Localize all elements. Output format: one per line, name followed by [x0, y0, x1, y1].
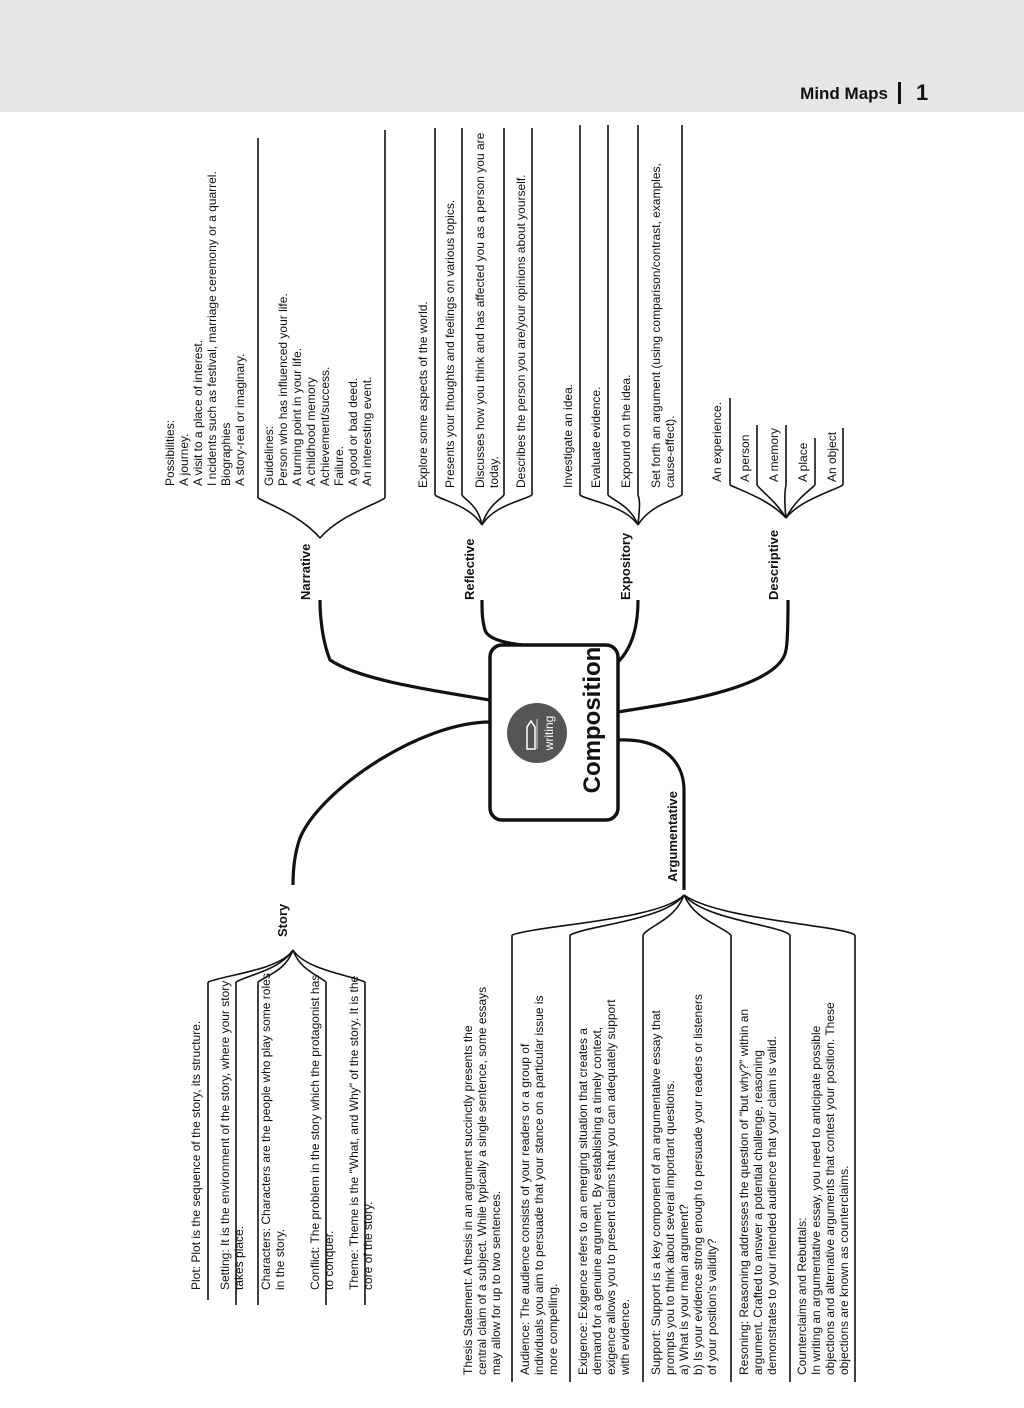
argumentative-note-5-line-3: demonstrates to your intended audience t…: [765, 1036, 779, 1375]
narrative-note-2-line-3: A turning point in your life.: [290, 348, 304, 486]
narrative-note-2-line-4: A childhood memory: [304, 377, 318, 486]
argumentative-note-5-line-2: argument. Crafted to answer a potential …: [751, 1050, 765, 1375]
expository-note-3-line-1: Expound on the idea.: [619, 375, 633, 488]
connector-reflective: [480, 599, 556, 650]
page-number: 1: [916, 80, 929, 105]
narrative-note-1-line-3: A visit to a place of interest.: [191, 340, 205, 486]
argumentative-note-1-line-1: Thesis Statement: A thesis in an argumen…: [461, 1025, 475, 1375]
branch-label-story: Story: [275, 903, 290, 937]
central-node: writing Composition: [488, 643, 620, 822]
argumentative-note-4-line-4: b) Is your evidence strong enough to per…: [691, 994, 705, 1375]
narrative-note-2-line-6: Failure.: [332, 446, 346, 486]
reflective-note-1-line-1: Explore some aspects of the world.: [416, 301, 430, 488]
story-note-3-line-1: Characters: Characters are the people wh…: [259, 973, 273, 1290]
story-note-5-line-1: Theme: Theme is the "What, and Why" of t…: [347, 975, 361, 1290]
expository-note-1-line-1: Investigate an idea.: [561, 384, 575, 488]
pencil-icon: [526, 719, 538, 750]
branch-labels: Story Argumentative Narrative Reflective…: [275, 530, 781, 937]
story-note-2-line-1: Setting: It is the environment of the st…: [218, 981, 232, 1290]
argumentative-note-5-line-1: Resoning: Reasoning addresses the questi…: [737, 1009, 751, 1375]
argumentative-note-6-line-1: Counterclaims and Rebuttals:: [795, 1218, 809, 1375]
descriptive-note-3-line-1: A memory: [767, 428, 781, 482]
story-note-5-line-2: core of the story.: [361, 1202, 375, 1290]
argumentative-note-2-line-3: more compelling.: [546, 1284, 560, 1375]
connector-descriptive: [617, 599, 790, 714]
argumentative-note-4-line-5: of your position's validity?: [705, 1238, 719, 1375]
narrative-note-1-line-4: I ncidents such as festival, marriage ce…: [205, 171, 219, 486]
argumentative-note-4-line-2: prompts you to think about several impor…: [663, 1080, 677, 1375]
reflective-note-2-line-1: Presents your thoughts and feelings on v…: [443, 200, 457, 488]
argumentative-note-2-line-1: Audience: The audience consists of your …: [518, 1043, 532, 1375]
branch-label-narrative: Narrative: [298, 544, 313, 600]
central-node-title: Composition: [579, 647, 606, 794]
connector-argumentative: [617, 738, 686, 890]
descriptive-note-1-line-1: An experience.: [710, 402, 724, 482]
writing-icon-label: writing: [542, 716, 556, 752]
branch-label-descriptive: Descriptive: [766, 530, 781, 600]
argumentative-note-3-line-4: with evidence.: [618, 1299, 632, 1376]
story-note-4-line-2: to conquer.: [322, 1231, 336, 1290]
descriptive-note-5-line-1: An object: [825, 431, 839, 482]
reflective-note-3-line-2: today.: [487, 456, 501, 488]
narrative-note-2-line-1: Guidelines:: [262, 426, 276, 486]
narrative-note-1-line-6: A story-real or imaginary.: [233, 354, 247, 487]
story-note-4-line-1: Conflict: The problem in the story which…: [308, 975, 322, 1290]
argumentative-note-6-line-4: objections are known as counterclaims.: [837, 1166, 851, 1375]
argumentative-note-4-line-1: Support: Support is a key component of a…: [649, 1009, 663, 1375]
argumentative-note-6-line-2: In writing an argumentative essay, you n…: [809, 1025, 823, 1375]
argumentative-note-3-line-3: exigence allows you to present claims th…: [604, 999, 618, 1375]
argumentative-note-6-line-3: objections and alternative arguments tha…: [823, 1002, 837, 1375]
connector-narrative: [318, 599, 491, 702]
argumentative-note-1-line-2: central claim of a subject. While typica…: [475, 987, 489, 1375]
argumentative-note-3-line-1: Exigence: Exigence refers to an emerging…: [576, 1028, 590, 1375]
expository-note-4-line-1: Set forth an argument (using comparison/…: [649, 163, 663, 488]
header-title: Mind Maps: [800, 84, 888, 103]
branch-label-argumentative: Argumentative: [665, 791, 680, 882]
narrative-note-2-line-5: Achievement/success.: [318, 367, 332, 486]
descriptive-note-4-line-1: A place: [796, 442, 810, 482]
story-note-3-line-2: in the story.: [273, 1229, 287, 1290]
expository-note-2-line-1: Evaluate evidence.: [589, 387, 603, 488]
descriptive-note-2-line-1: A person: [738, 435, 752, 482]
connector-expository: [616, 599, 640, 664]
argumentative-note-2-line-2: individuals you aim to persuade that you…: [532, 995, 546, 1375]
header-divider: [898, 82, 901, 104]
narrative-note-1-line-5: Biographies: [219, 423, 233, 486]
argumentative-note-3-line-2: demand for a genuine argument. By establ…: [590, 1027, 604, 1375]
story-note-1-line-1: Plot: Plot is the sequence of the story,…: [189, 1021, 203, 1290]
argumentative-note-1-line-3: may allow for up to two sentences.: [489, 1191, 503, 1375]
branch-label-reflective: Reflective: [462, 539, 477, 600]
narrative-note-2-line-8: An interesting event.: [360, 377, 374, 486]
connector-story: [291, 720, 491, 886]
branch-label-expository: Expository: [618, 532, 633, 600]
reflective-note-3-line-1: Discusses how you think and has affected…: [473, 132, 487, 488]
narrative-note-2-line-2: Person who has influenced your life.: [276, 293, 290, 486]
narrative-note-1-line-2: A journey.: [177, 434, 191, 486]
expository-note-4-line-2: cause-effect).: [663, 416, 677, 488]
narrative-note-2-line-7: A good or bad deed.: [346, 378, 360, 486]
narrative-note-1-line-1: Possibilities:: [163, 420, 177, 486]
story-note-2-line-2: takes place.: [232, 1226, 246, 1290]
page-header: Mind Maps 1: [0, 0, 1024, 112]
argumentative-note-4-line-3: a) What is your main argument?: [677, 1204, 691, 1375]
reflective-note-4-line-1: Describes the person you are/your opinio…: [514, 174, 528, 488]
connector-lines: [207, 125, 856, 1382]
leaf-notes: Plot: Plot is the sequence of the story,…: [163, 132, 851, 1376]
